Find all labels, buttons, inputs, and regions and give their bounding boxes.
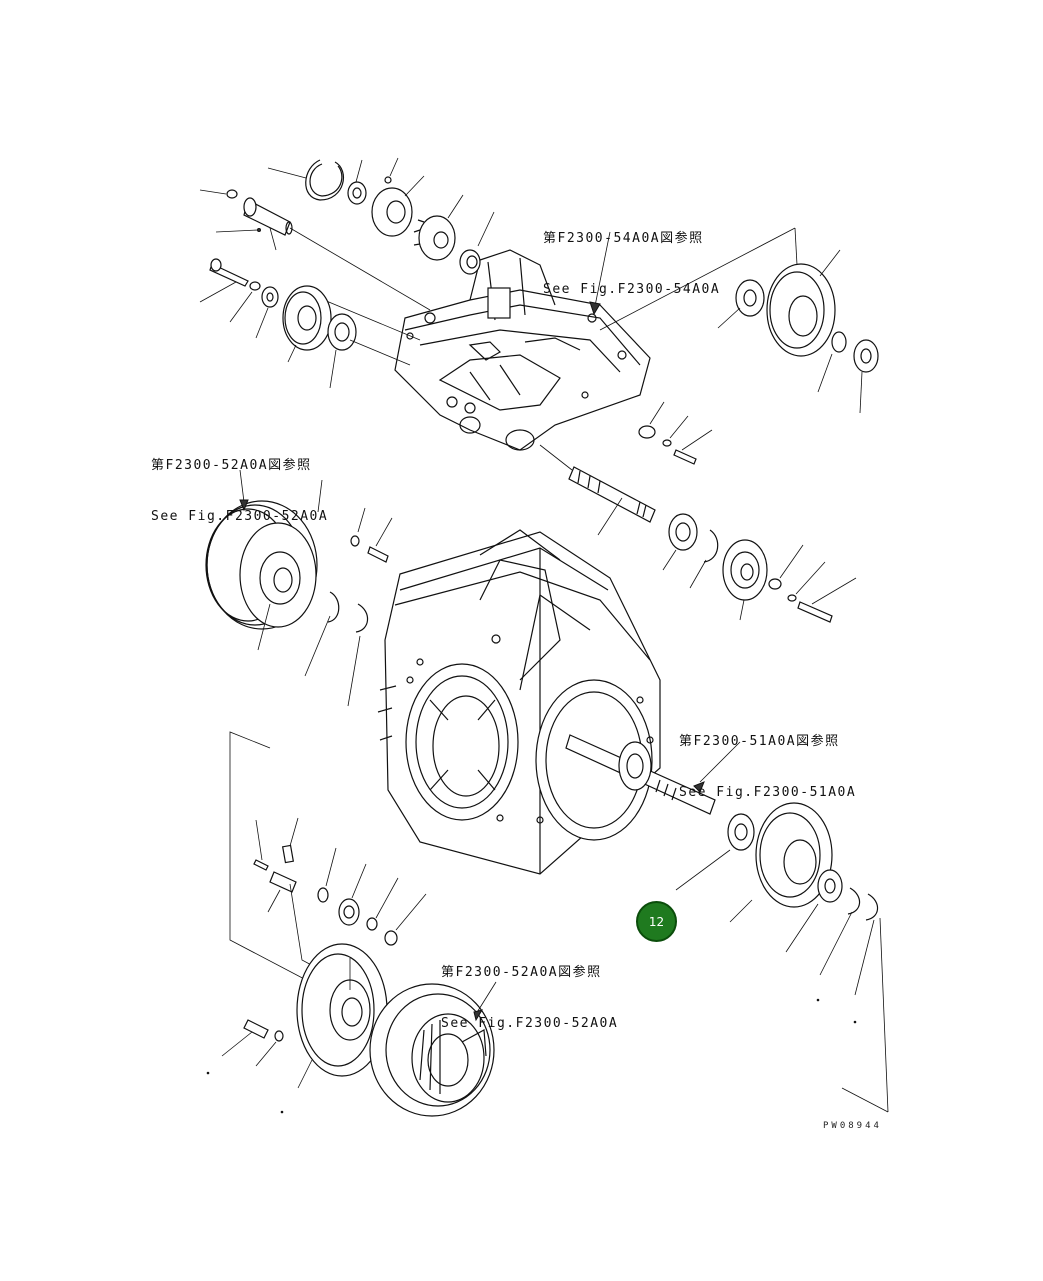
top-left-small-parts [199, 189, 431, 341]
reference-label: 第F2300-54A0A図参照 See Fig.F2300-54A0A [543, 231, 721, 297]
right-gear-assembly [599, 227, 879, 414]
left-gear-assembly [282, 285, 411, 389]
lower-clutch-drum [369, 981, 497, 1117]
drawing-code: PW08944 [823, 1121, 882, 1131]
middle-shaft [539, 444, 857, 623]
left-clutch-pack [205, 469, 393, 707]
transmission-case [377, 529, 661, 875]
cover-fasteners [638, 401, 713, 465]
upper-cover [394, 249, 651, 451]
top-parts-stack [267, 157, 495, 275]
output-shaft [565, 734, 889, 1113]
reference-label: 第F2300-51A0A図参照 See Fig.F2300-51A0A [679, 734, 857, 800]
part-callout-badge[interactable]: 12 [636, 901, 677, 942]
reference-label: 第F2300-52A0A図参照 See Fig.F2300-52A0A [441, 965, 619, 1031]
reference-label: 第F2300-52A0A図参照 See Fig.F2300-52A0A [151, 458, 329, 524]
